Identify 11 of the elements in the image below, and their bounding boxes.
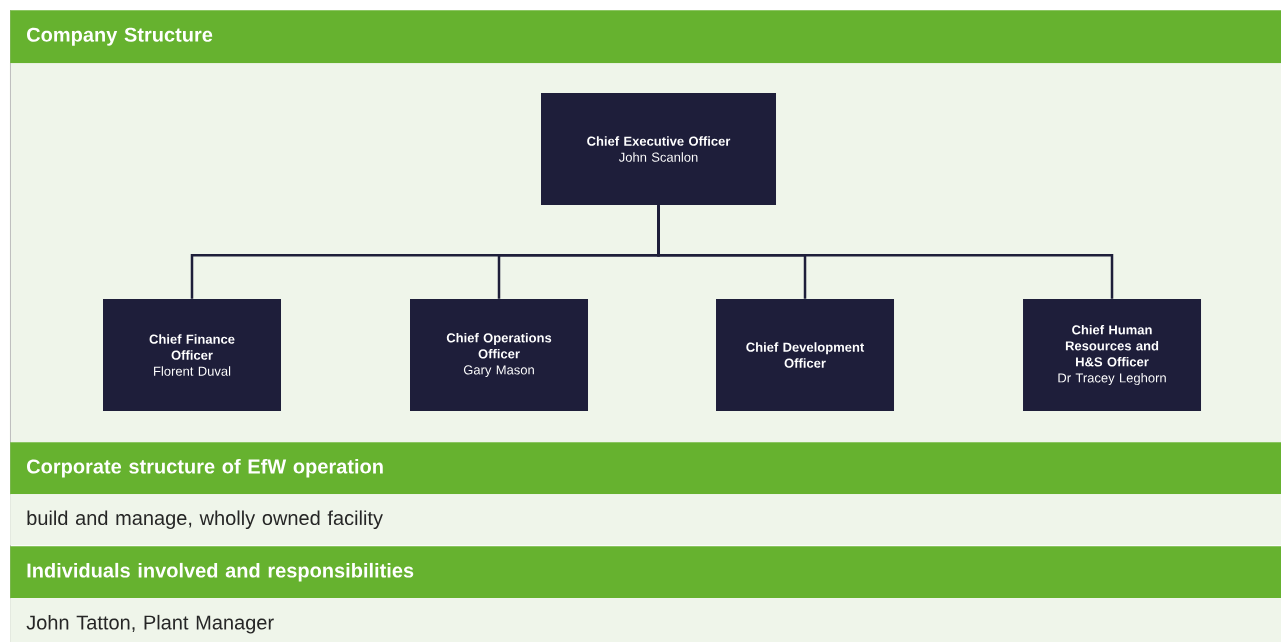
- org-box: Chief Finance Officer Florent Duval: [103, 299, 281, 411]
- section-heading-band: Individuals involved and responsibilities: [10, 546, 1281, 599]
- section-heading-band: Company Structure: [10, 10, 1281, 64]
- org-box: Chief Operations Officer Gary Mason: [410, 299, 588, 411]
- text-row: John Tatton, Plant Manager: [10, 598, 1281, 642]
- org-box: Chief Development Officer: [716, 299, 894, 411]
- text-row: build and manage, wholly owned facility: [10, 494, 1281, 546]
- connector-line: [657, 205, 1114, 299]
- org-box: Chief Human Resources and H&S Officer Dr Tracey Leghorn: [1023, 299, 1201, 411]
- section-heading-band: Corporate structure of EfW operation: [10, 442, 1281, 495]
- org-box: Chief Executive Officer John Scanlon: [541, 93, 776, 205]
